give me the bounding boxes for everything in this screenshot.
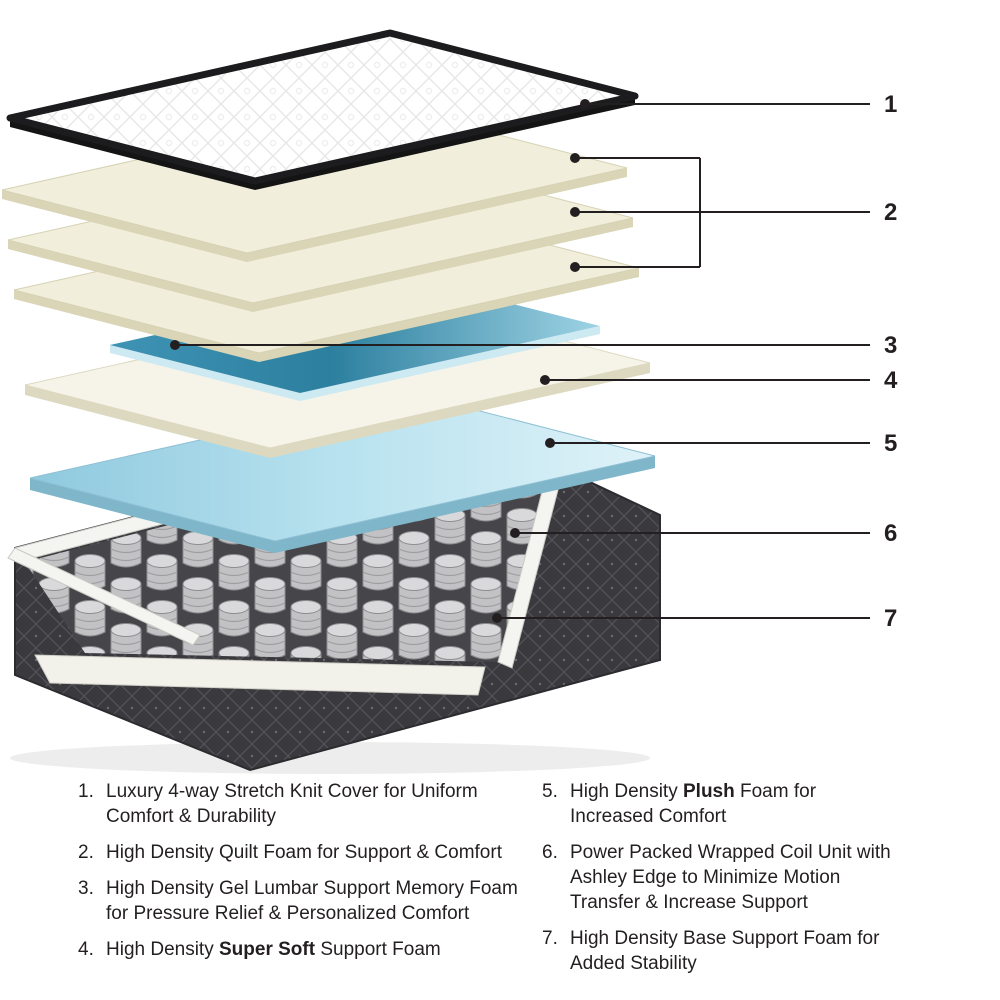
legend-item-4-bold: Super Soft [219,939,316,960]
legend-item-2-number: 2. [78,842,94,863]
legend-column-left: 1. Luxury 4-way Stretch Knit Cover for U… [78,779,530,973]
callout-dot-6 [510,528,520,538]
legend-item-6-pre: Power Packed Wrapped Coil Unit with Ashl… [570,842,891,913]
layer-stretch-knit-cover [6,29,639,190]
callout-dot-7 [492,613,502,623]
legend-item-5-number: 5. [542,781,558,802]
legend-item-4-pre: High Density [106,939,219,960]
legend-item-3-number: 3. [78,878,94,899]
ground-shadow [10,742,650,774]
legend-item-5-bold: Plush [683,781,735,802]
cover-side [10,96,635,190]
legend-item-6: 6. Power Packed Wrapped Coil Unit with A… [542,840,894,915]
callout-number-4: 4 [884,367,898,394]
legend-item-3-text: High Density Gel Lumbar Support Memory F… [106,876,530,926]
quilt-foam-1-side [2,168,627,262]
exploded-diagram: 1 2 3 4 5 6 7 [1,29,898,774]
callout-dot-3 [170,340,180,350]
legend-item-4: 4. High Density Super Soft Support Foam [78,937,530,962]
callout-number-7: 7 [884,605,897,632]
legend-item-7: 7. High Density Base Support Foam for Ad… [542,926,894,976]
plush-foam-side [30,456,655,553]
legend-item-5-post: Foam for Increased Comfort [570,781,817,827]
legend-item-1-pre: Luxury 4-way Stretch Knit Cover for Unif… [106,781,478,827]
callout-number-2: 2 [884,199,897,226]
callout-dot-4 [540,375,550,385]
legend-item-7-text: High Density Base Support Foam for Added… [570,926,894,976]
callout-dots [170,99,590,623]
legend-item-2-text: High Density Quilt Foam for Support & Co… [106,840,530,865]
legend-column-right: 5. High Density Plush Foam for Increased… [542,779,894,987]
callout-dot-2c [570,262,580,272]
legend-item-1-number: 1. [78,781,94,802]
legend-item-4-number: 4. [78,939,94,960]
callout-dot-5 [545,438,555,448]
callout-dot-1 [580,99,590,109]
legend-item-5-text: High Density Plush Foam for Increased Co… [570,779,894,829]
callout-number-6: 6 [884,520,897,547]
callout-numbers: 1 2 3 4 5 6 7 [884,91,898,632]
callout-lines [175,103,870,619]
callout-dot-2b [570,207,580,217]
legend-item-2: 2. High Density Quilt Foam for Support &… [78,840,530,865]
gel-pad-side [110,326,600,401]
callout-number-3: 3 [884,332,897,359]
legend-item-3-pre: High Density Gel Lumbar Support Memory F… [106,878,518,924]
legend-item-6-number: 6. [542,842,558,863]
legend-item-7-pre: High Density Base Support Foam for Added… [570,928,880,974]
legend-item-1: 1. Luxury 4-way Stretch Knit Cover for U… [78,779,530,829]
callout-dot-2a [570,153,580,163]
legend-item-1-text: Luxury 4-way Stretch Knit Cover for Unif… [106,779,530,829]
callout-number-5: 5 [884,430,897,457]
legend-item-4-post: Support Foam [315,939,441,960]
foam-rail-left [7,547,201,646]
quilt-foam-2-side [8,218,633,312]
cover-top [6,29,639,185]
legend-item-5: 5. High Density Plush Foam for Increased… [542,779,894,829]
legend-item-3: 3. High Density Gel Lumbar Support Memor… [78,876,530,926]
super-soft-side [25,363,650,458]
callout-number-1: 1 [884,91,897,118]
mattress-exploded-svg: 1 2 3 4 5 6 7 [1,29,898,774]
legend-item-6-text: Power Packed Wrapped Coil Unit with Ashl… [570,840,894,915]
legend-item-2-pre: High Density Quilt Foam for Support & Co… [106,842,502,863]
legend-item-7-number: 7. [542,928,558,949]
layer-base-support-foam [34,654,486,696]
quilt-foam-3-side [14,268,639,362]
legend-item-4-text: High Density Super Soft Support Foam [106,937,530,962]
legend-item-5-pre: High Density [570,781,683,802]
